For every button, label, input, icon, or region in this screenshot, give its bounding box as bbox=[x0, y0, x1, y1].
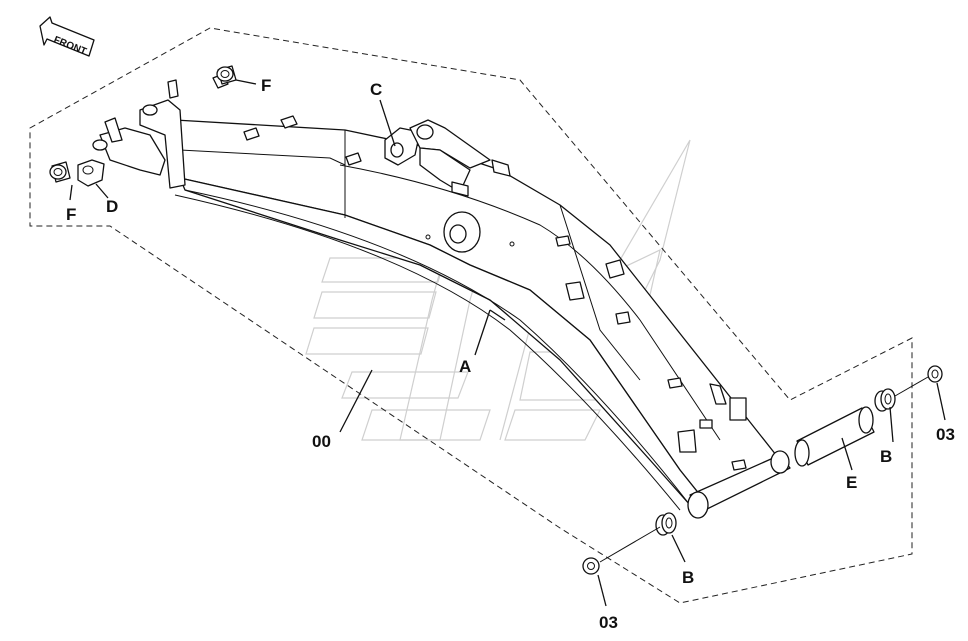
callout-d: D bbox=[106, 197, 118, 216]
callout-c: C bbox=[370, 80, 382, 99]
bracket-mid-5 bbox=[667, 377, 683, 389]
bracket-mid-8 bbox=[699, 419, 713, 429]
bracket-mid-1 bbox=[555, 235, 571, 247]
bushing-f-top bbox=[216, 65, 237, 85]
callout-f-left: F bbox=[66, 205, 76, 224]
boom-tip-end-left bbox=[687, 491, 709, 519]
bracket-mid-4 bbox=[615, 311, 631, 325]
bracket-mid-9 bbox=[677, 429, 697, 453]
bracket-mid-3 bbox=[565, 281, 585, 301]
bushing-b-right bbox=[874, 388, 896, 412]
boom-cylinder-boss-hole bbox=[449, 224, 467, 244]
callout-washer-03-bottom: 03 bbox=[599, 613, 618, 632]
bracket-foot bbox=[104, 117, 123, 143]
bracket-foot-2 bbox=[167, 79, 179, 99]
callout-f-top: F bbox=[261, 76, 271, 95]
bracket-mid-7 bbox=[729, 397, 747, 421]
foot-pin-hole-2 bbox=[142, 104, 158, 116]
bracket-top-3 bbox=[243, 127, 260, 141]
bracket-block-2 bbox=[451, 181, 469, 197]
foot-pin-hole bbox=[92, 139, 108, 151]
washer-03-right bbox=[927, 365, 943, 383]
bracket-block-1 bbox=[491, 159, 511, 177]
callout-b-right: B bbox=[880, 447, 892, 466]
front-direction-arrow: FRONT bbox=[39, 16, 95, 58]
leader-lines bbox=[69, 79, 946, 607]
callout-a: A bbox=[459, 357, 471, 376]
bracket-mid-2 bbox=[605, 259, 625, 279]
bracket-mid-10 bbox=[731, 459, 747, 471]
callout-assembly-00: 00 bbox=[312, 432, 331, 451]
bracket-mid-6 bbox=[709, 383, 727, 405]
callout-e: E bbox=[846, 473, 857, 492]
callout-washer-03-right: 03 bbox=[936, 425, 955, 444]
boom-tip-end-right bbox=[770, 450, 790, 474]
boom-structure bbox=[92, 73, 791, 519]
washer-03-bottom bbox=[582, 557, 600, 575]
pin-e bbox=[794, 406, 875, 467]
clip-d bbox=[77, 159, 105, 187]
boom-foot-bracket bbox=[139, 99, 186, 189]
bushing-b-bottom bbox=[655, 512, 677, 536]
bracket-pin-hole-c bbox=[390, 142, 404, 158]
bracket-pin-hole-upper bbox=[416, 124, 434, 140]
assembly-boundary bbox=[29, 27, 913, 604]
bushing-f-left bbox=[49, 161, 71, 183]
bracket-top-2 bbox=[280, 115, 298, 129]
bracket-top-4 bbox=[345, 152, 362, 166]
callout-b-bottom: B bbox=[682, 568, 694, 587]
